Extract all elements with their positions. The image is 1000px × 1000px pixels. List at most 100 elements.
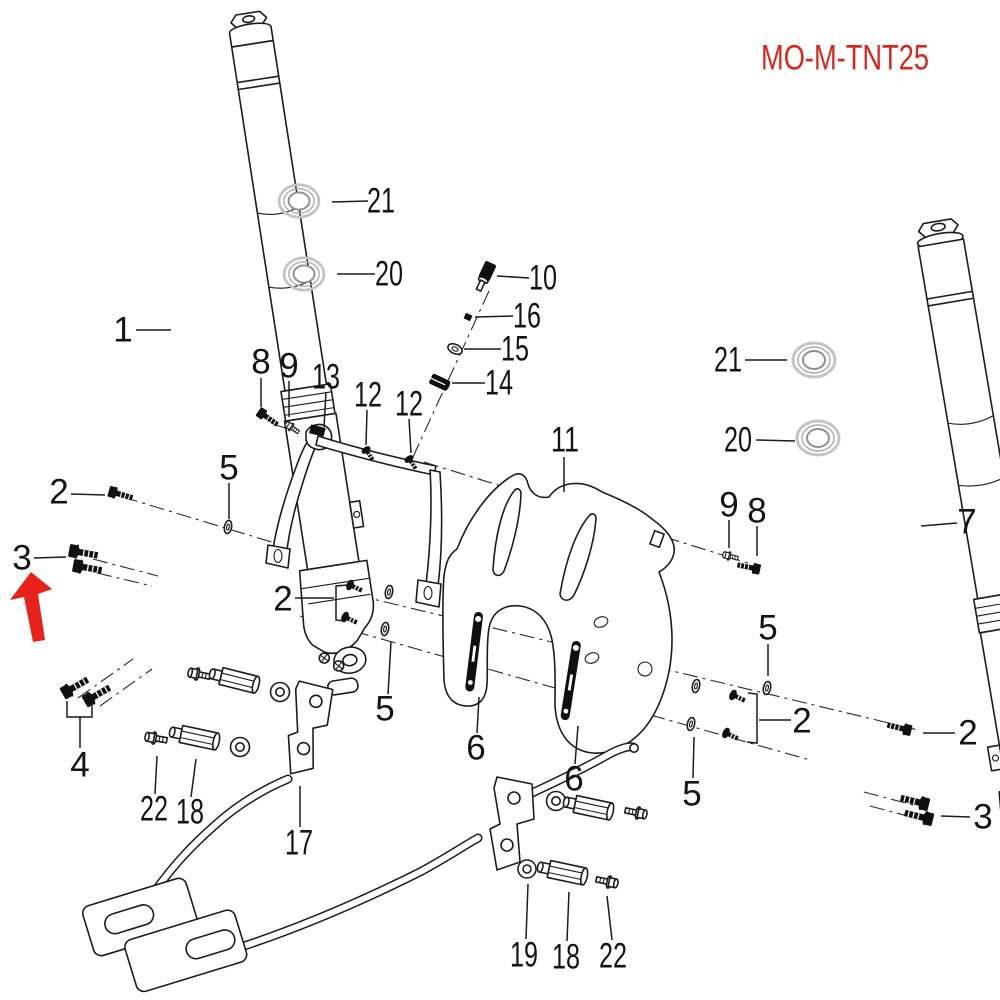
callout-number: 10 xyxy=(529,259,557,298)
callout-number: 18 xyxy=(552,938,580,977)
callout-number: 9 xyxy=(279,347,298,386)
screw-2-right-b xyxy=(719,725,741,745)
leader-line xyxy=(154,755,158,795)
leader-line xyxy=(33,556,67,559)
callout-number: 7 xyxy=(957,503,976,542)
callout-6: 6 xyxy=(466,696,486,768)
leader-line xyxy=(920,522,958,527)
callout-20: 20 xyxy=(724,421,796,460)
callout-number: 21 xyxy=(367,182,395,221)
callout-12: 12 xyxy=(354,376,382,446)
callout-2: 2 xyxy=(273,580,349,622)
leader-line xyxy=(746,692,758,744)
callout-12: 12 xyxy=(395,385,423,454)
washer-5-right-top xyxy=(761,679,773,697)
callout-number: 15 xyxy=(501,330,529,369)
leader-line xyxy=(496,275,530,279)
leader-line xyxy=(474,315,514,318)
leader-line xyxy=(387,641,392,695)
bolt-8-right xyxy=(735,558,762,576)
callout-number: 5 xyxy=(682,775,701,814)
leader-line xyxy=(755,439,796,442)
callout-5: 5 xyxy=(375,641,395,729)
washer-19-left-row2 xyxy=(229,736,251,758)
callout-number: 19 xyxy=(510,936,538,975)
callout-2: 2 xyxy=(923,714,978,753)
washer-19-left-row1 xyxy=(269,681,291,703)
nut-14 xyxy=(429,373,451,391)
callout-21: 21 xyxy=(714,341,787,380)
bolt-4-b xyxy=(80,680,114,709)
bolt-3-left-b xyxy=(71,557,104,579)
leader-line xyxy=(323,391,327,428)
callout-number: 18 xyxy=(176,793,204,832)
leader-line xyxy=(566,891,570,942)
grommet-20-right xyxy=(795,419,841,457)
callout-4: 4 xyxy=(66,701,93,785)
washer-5-right-b xyxy=(685,715,697,733)
callout-number: 12 xyxy=(354,376,382,415)
callout-number: 2 xyxy=(49,473,68,512)
callout-8: 8 xyxy=(251,343,271,407)
washer-5-mid-b xyxy=(379,621,391,637)
diagram-code: MO-M-TNT25 xyxy=(761,39,929,78)
leader-line xyxy=(525,883,529,940)
callout-5: 5 xyxy=(682,736,702,814)
washer-19-center-row1 xyxy=(545,790,567,812)
hardware xyxy=(58,261,936,891)
callout-13: 13 xyxy=(312,358,340,428)
callout-number: 8 xyxy=(747,492,766,531)
leader-line xyxy=(476,696,480,734)
bolt-22-center-row2 xyxy=(594,872,620,891)
nut-9-right xyxy=(721,549,740,564)
bolt-22-left-row2 xyxy=(143,729,169,748)
callout-number: 3 xyxy=(973,798,992,837)
callout-5: 5 xyxy=(758,609,778,676)
callout-number: 16 xyxy=(513,297,541,336)
callout-number: 8 xyxy=(251,343,270,382)
leader-line xyxy=(335,584,349,622)
callout-number: 20 xyxy=(375,255,403,294)
callout-number: 22 xyxy=(599,937,627,976)
callout-number: 5 xyxy=(219,449,238,488)
callout-number: 5 xyxy=(758,609,777,648)
callout-10: 10 xyxy=(496,259,557,298)
leader-line xyxy=(190,758,197,798)
callout-number: 9 xyxy=(719,486,738,525)
callout-3: 3 xyxy=(940,798,993,837)
callout-18: 18 xyxy=(176,758,204,832)
callout-11: 11 xyxy=(551,421,579,492)
callout-number: 17 xyxy=(285,824,313,863)
washer-5-mid-a xyxy=(383,584,395,600)
callout-17: 17 xyxy=(285,786,313,863)
callout-18: 18 xyxy=(552,891,580,977)
highlight-arrow xyxy=(10,572,52,642)
callout-15: 15 xyxy=(464,330,529,369)
leader-line xyxy=(365,409,368,446)
washer-5-right-a xyxy=(690,677,702,695)
stand-assembly xyxy=(81,680,639,993)
callout-number: 14 xyxy=(485,364,513,403)
fork-leg-right xyxy=(916,218,1000,873)
leader-line xyxy=(408,418,412,454)
washer-15 xyxy=(447,342,463,356)
leader-line xyxy=(940,815,971,818)
callout-9: 9 xyxy=(279,347,299,417)
callout-number: 3 xyxy=(12,539,31,578)
callout-number: 1 xyxy=(113,311,132,350)
spacer-18-left-row2 xyxy=(167,722,222,752)
leader-line xyxy=(692,736,695,779)
bolt-10 xyxy=(475,261,497,292)
callout-number: 6 xyxy=(466,729,485,768)
screw-2-right-a xyxy=(726,687,748,707)
leader-line xyxy=(70,493,106,496)
bolt-3-right-b xyxy=(902,805,936,828)
callout-number: 5 xyxy=(375,690,394,729)
spacer-18-center-row2 xyxy=(535,857,590,887)
bolt-22-left-row1 xyxy=(186,665,212,684)
callout-number: 4 xyxy=(70,746,89,785)
callout-2: 2 xyxy=(49,473,106,512)
fork-leg-left xyxy=(228,10,375,696)
washer-5-upper-left xyxy=(222,519,234,535)
